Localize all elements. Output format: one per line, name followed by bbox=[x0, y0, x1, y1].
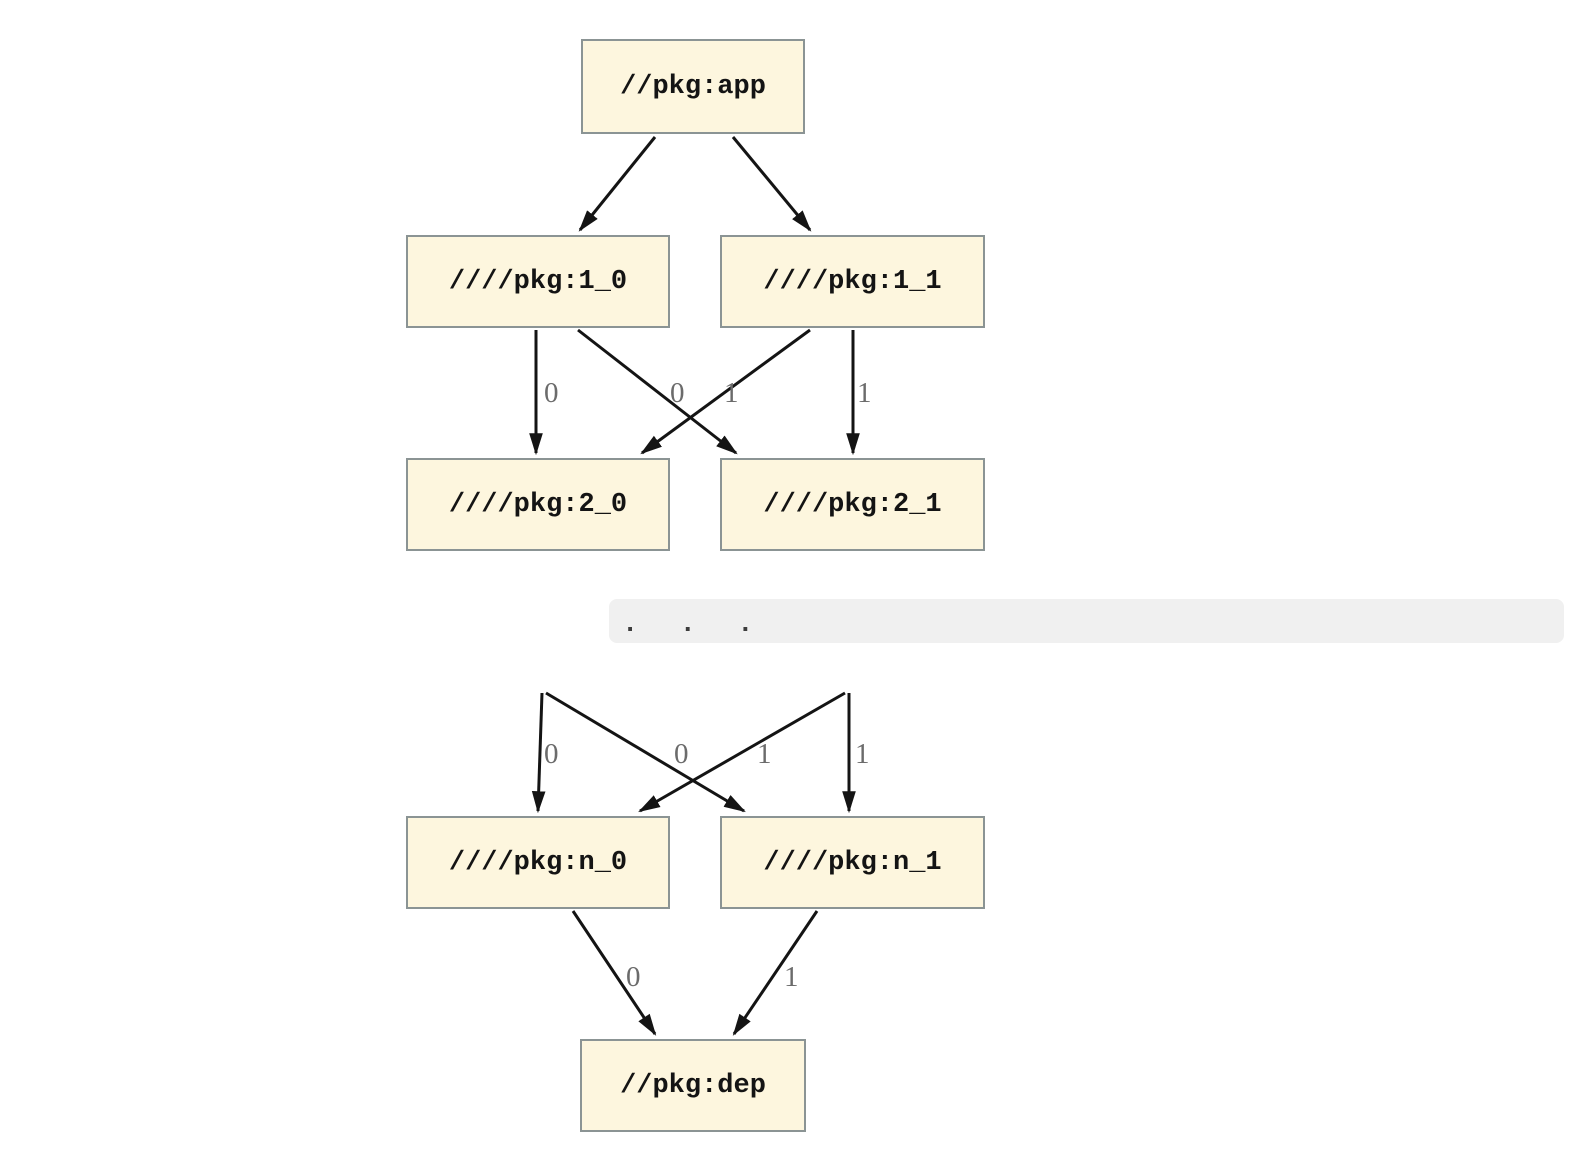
edge-label: 1 bbox=[724, 377, 739, 409]
edge-1_0-to-2_1 bbox=[577, 328, 738, 455]
edge-label: 0 bbox=[670, 377, 685, 409]
node-pkg-1-0: ////pkg:1_0 bbox=[406, 235, 670, 328]
edge-ellipsis-to-n_0-crossing bbox=[638, 691, 846, 813]
edge-label: 0 bbox=[674, 738, 689, 770]
edge-ellipsis-to-n_1 bbox=[545, 691, 746, 813]
node-pkg-n-1: ////pkg:n_1 bbox=[720, 816, 985, 909]
edge-label: 0 bbox=[544, 738, 559, 770]
edge-app-to-1_0 bbox=[578, 136, 657, 232]
edge-label: 1 bbox=[757, 738, 772, 770]
node-pkg-2-0: ////pkg:2_0 bbox=[406, 458, 670, 551]
edge-label: 0 bbox=[626, 961, 641, 993]
ellipsis-bar: . . . bbox=[609, 599, 1564, 643]
edge-app-to-1_1 bbox=[731, 136, 812, 232]
edge-n_0-to-dep bbox=[571, 910, 657, 1036]
node-pkg-1-1: ////pkg:1_1 bbox=[720, 235, 985, 328]
edge-label: 0 bbox=[544, 377, 559, 409]
edge-label: 1 bbox=[784, 961, 799, 993]
edge-label: 1 bbox=[855, 738, 870, 770]
node-pkg-app: //pkg:app bbox=[581, 39, 805, 134]
node-pkg-dep: //pkg:dep bbox=[580, 1039, 806, 1132]
edge-ellipsis-to-n_0 bbox=[531, 692, 546, 814]
edge-label: 1 bbox=[857, 377, 872, 409]
edge-n_1-to-dep bbox=[732, 910, 819, 1036]
edge-1_1-to-2_0 bbox=[640, 328, 811, 455]
node-pkg-n-0: ////pkg:n_0 bbox=[406, 816, 670, 909]
node-pkg-2-1: ////pkg:2_1 bbox=[720, 458, 985, 551]
